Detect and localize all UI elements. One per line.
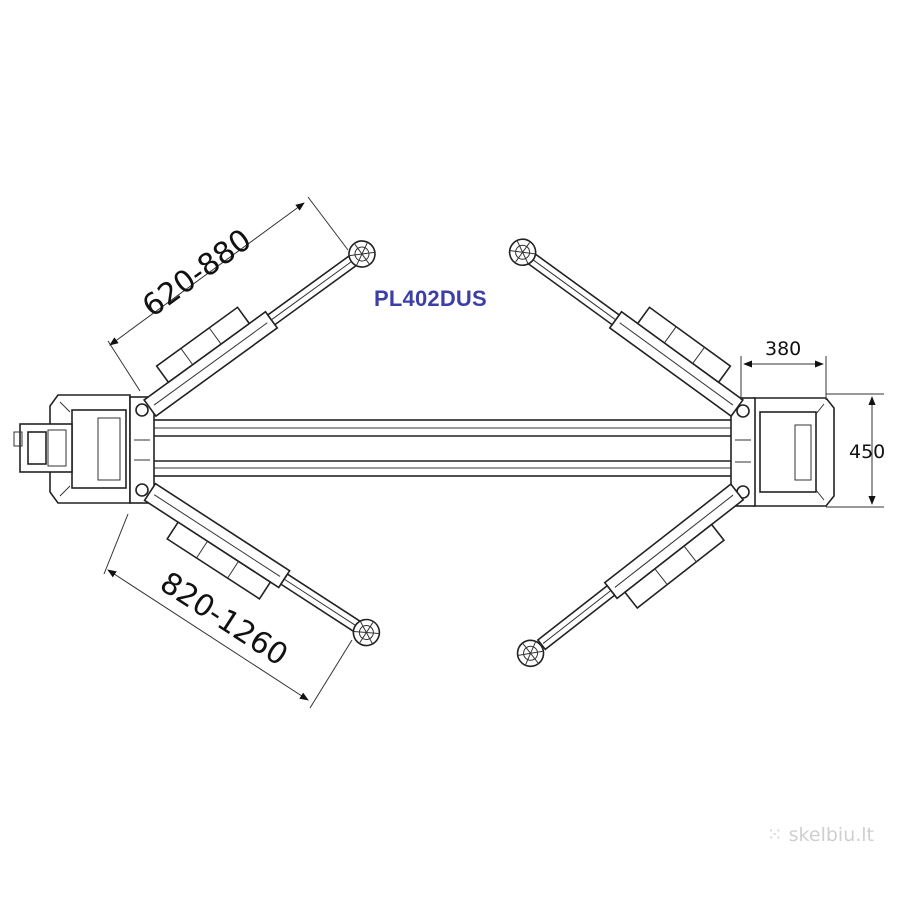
watermark: ⁙skelbiu.lt — [767, 824, 874, 846]
watermark-text: skelbiu.lt — [788, 824, 874, 846]
dimension-label-post-depth: 450 — [849, 441, 885, 463]
left-post — [13, 394, 155, 504]
dimension-post-depth: 450 — [826, 393, 885, 508]
right-upper-arm — [503, 233, 744, 418]
dimension-post-width: 380 — [740, 338, 827, 400]
crossbeam — [152, 419, 734, 477]
model-title: PL402DUS — [374, 286, 487, 311]
right-post — [730, 397, 835, 507]
right-lower-arm — [511, 482, 745, 673]
dots-grid-icon: ⁙ — [766, 824, 783, 846]
dimension-label-post-width: 380 — [765, 338, 801, 360]
